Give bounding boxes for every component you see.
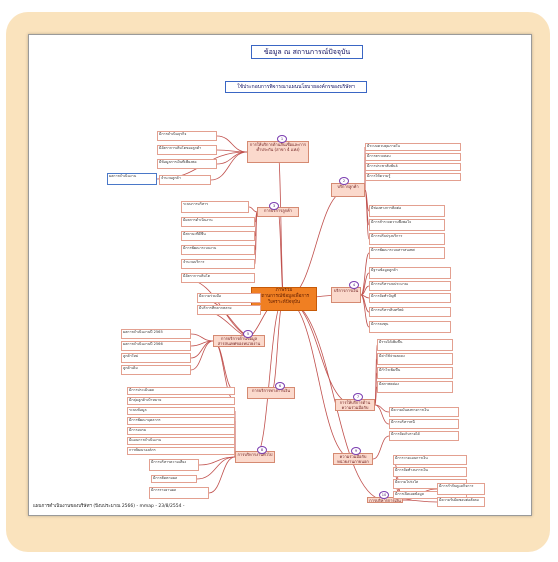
leaf-node: มีการปรับปรุงบริการ [369, 233, 445, 245]
leaf-node: มีความร่วมมือ [197, 293, 261, 303]
leaf-node: มีการพัฒนาระบบงาน [181, 245, 255, 255]
leaf-node: มีการบริหารหนี้ [389, 419, 459, 429]
leaf-node: มีค่าใช้จ่ายลดลง [377, 353, 453, 365]
connector-lines [156, 135, 438, 503]
leaf-node: มีการจัดเก็บรายได้ [389, 431, 459, 441]
leaf-node: มีการบริหารสินทรัพย์ [369, 307, 451, 317]
leaf-node: มีกลุ่มลูกค้าเป้าหมาย [127, 397, 235, 405]
leaf-node: มีการจัดทำบัญชี [369, 293, 451, 303]
leaf-node: ระบบการบริหาร [181, 201, 249, 213]
leaf-node: มีความมั่นคงทางการเงิน [389, 407, 459, 417]
leaf-node: ลูกค้าใหม่ [121, 353, 191, 363]
leaf-node: มีการประเมินผล [127, 387, 235, 395]
leaf-node: มีการบริหารงบประมาณ [369, 281, 451, 291]
leaf-node: ระบบข้อมูล [127, 407, 235, 415]
hub-node: บริการลูกค้า [331, 183, 365, 197]
leaf-node: มีการกำกับดูแลกิจการ [437, 483, 485, 495]
leaf-node: ผลการดำเนินงานปี 2565 [121, 329, 191, 339]
page-footer: แผนการดำเนินงานของบริษัทฯ (ปีงบประมาณ 25… [33, 504, 185, 509]
hub-number-badge: 2 [339, 177, 349, 185]
hub-number-badge: 1 [277, 135, 287, 143]
leaf-node: มีบริการที่หลากหลาย [197, 305, 261, 315]
hub-node: การบริการลูกค้า [257, 207, 299, 217]
page-subtitle: ใช้ประกอบการพิจารณาแผนนโยบายองค์กรของบริ… [225, 81, 367, 93]
leaf-node: ผลการดำเนินงานปี 2566 [121, 341, 191, 351]
hub-number-badge: 6 [275, 382, 285, 390]
leaf-node: มีการจัดทำงบการเงิน [393, 467, 467, 477]
leaf-node: มีการประชาสัมพันธ์ [365, 163, 461, 171]
leaf-node: มีรายได้เพิ่มขึ้น [377, 339, 453, 351]
leaf-node: มีการให้ความรู้ [365, 173, 461, 181]
hub-node: การให้บริการด้านสินเชื่อและการค้ำประกัน … [247, 141, 309, 163]
page-title: ข้อมูล ณ สถานการณ์ปัจจุบัน [251, 45, 363, 59]
hub-node: ความร่วมมือกับหน่วยงานภายนอก [333, 453, 373, 465]
leaf-node: มีฐานข้อมูลลูกค้า [369, 267, 451, 279]
leaf-node: ลูกค้าเดิม [121, 365, 191, 375]
leaf-node: มีการลงทุน [369, 321, 451, 333]
hub-number-badge: 10 [379, 491, 389, 499]
leaf-node: มีระบบควบคุมภายใน [365, 143, 461, 151]
hub-number-badge: 9 [351, 447, 361, 455]
leaf-node: มีแผนการดำเนินงาน [127, 437, 235, 445]
leaf-node: มีการบริหารความเสี่ยง [149, 459, 199, 471]
leaf-node: มีการติดตามผล [151, 475, 197, 483]
leaf-node: มีการพัฒนาระบบสารสนเทศ [369, 247, 445, 259]
hub-node: การบริการด้านข้อมูลสารสนเทศของหน่วยงาน [213, 335, 265, 347]
hub-number-badge: 3 [269, 202, 279, 210]
hub-node: บริการการเงิน [331, 287, 361, 303]
center-node-line-2: สถานการณ์ข้อมูลเพื่อการวิเคราะห์ปัจจุบัน [258, 294, 310, 305]
leaf-node: มีข้อมูลการเงินที่เพียงพอ [157, 159, 217, 169]
hub-number-badge: 5 [243, 330, 253, 338]
hub-node: การบริการทางการเงิน [247, 387, 295, 399]
leaf-node: มีผลการดำเนินงาน [181, 217, 255, 227]
leaf-node: มีการพัฒนาบุคลากร [127, 417, 235, 425]
leaf-node: มีการดำเนินธุรกิจ [157, 131, 217, 141]
leaf-node: มีการเปิดเผยข้อมูล [393, 491, 467, 499]
leaf-node: จำนวนบริการ [181, 259, 255, 269]
hub-node: การให้บริการด้านความร่วมมือกับหน่วยงาน [335, 399, 375, 411]
center-node-line-1: ภาพรวม [275, 288, 293, 293]
leaf-node: มีสภาพคล่อง [377, 381, 453, 393]
hub-number-badge: 8 [257, 446, 267, 454]
leaf-node: มีการวางแผนการเงิน [393, 455, 467, 465]
leaf-node: มีอัตราการเติบโต [181, 273, 255, 283]
leaf-node: มีอัตราการเติบโตของลูกค้า [157, 145, 217, 155]
leaf-node: มีการรายงานผล [149, 487, 209, 499]
hub-node: การบริหารงานทั่วไป [235, 451, 275, 463]
leaf-node: ผลการดำเนินงาน [107, 173, 157, 185]
leaf-node: มีความรับผิดชอบต่อสังคม [437, 497, 485, 507]
leaf-node: มีการอบรม [127, 427, 235, 435]
leaf-node: มีการตรวจสอบ [365, 153, 461, 161]
leaf-node: การพัฒนาองค์กร [127, 447, 235, 455]
mindmap-sheet: ข้อมูล ณ สถานการณ์ปัจจุบัน ใช้ประกอบการพ… [28, 34, 532, 516]
leaf-node: มีการสำรวจความพึงพอใจ [369, 219, 445, 231]
leaf-node: จำนวนลูกค้า [159, 175, 211, 185]
hub-number-badge: 4 [349, 281, 359, 289]
leaf-node: มีสถานะที่ดีขึ้น [181, 231, 255, 241]
leaf-node: มีกำไรเพิ่มขึ้น [377, 367, 453, 379]
leaf-node: มีช่องทางการติดต่อ [369, 205, 445, 217]
hub-number-badge: 7 [353, 393, 363, 401]
